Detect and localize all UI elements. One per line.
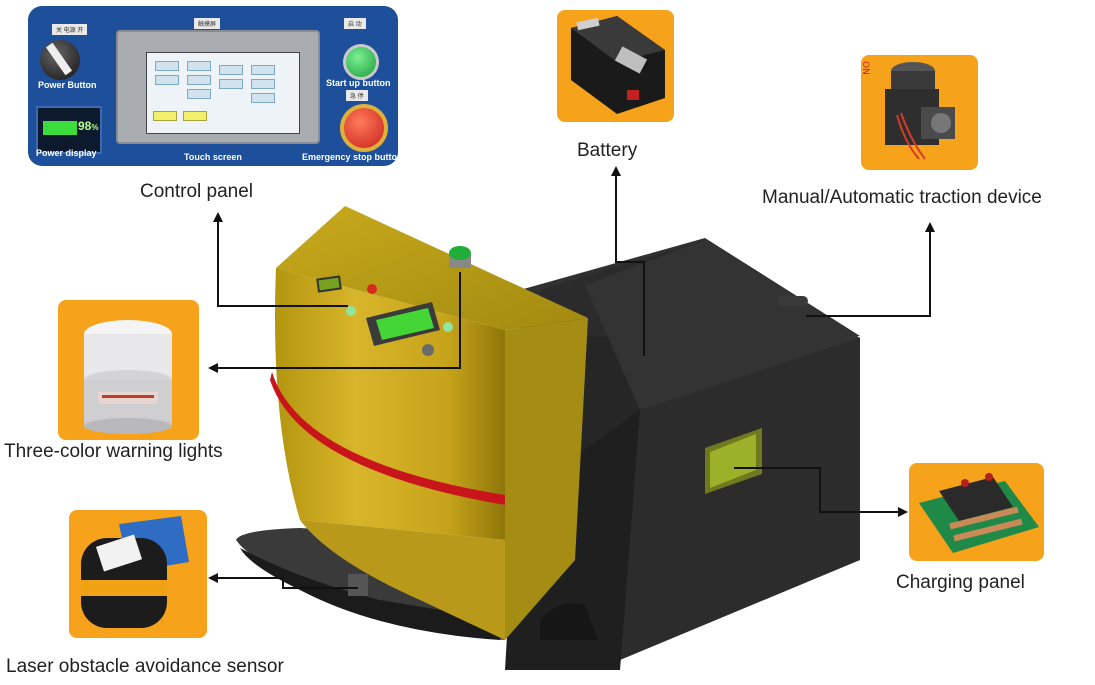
start-up-button-caption: Start up button bbox=[326, 78, 391, 88]
leader-lines bbox=[214, 172, 931, 589]
leader-traction bbox=[806, 228, 931, 317]
arrow-charging bbox=[898, 507, 908, 517]
arrow-control-panel bbox=[213, 212, 223, 222]
battery-icon bbox=[571, 16, 665, 114]
traction-device-tile: ON bbox=[861, 55, 978, 170]
leader-warning-lights bbox=[214, 272, 461, 369]
charging-panel-label: Charging panel bbox=[896, 572, 1025, 593]
power-tag: 关 电源 开 bbox=[52, 24, 88, 35]
arrow-traction bbox=[925, 222, 935, 232]
agv-rear-body bbox=[505, 238, 860, 670]
power-button-caption: Power Button bbox=[38, 80, 97, 90]
leader-laser-sensor bbox=[214, 577, 358, 589]
agv-control-panel bbox=[316, 246, 471, 356]
touch-screen-tag: 触摸屏 bbox=[194, 18, 221, 29]
charging-panel-icon bbox=[919, 473, 1039, 553]
battery-label: Battery bbox=[577, 140, 638, 161]
emergency-stop-icon bbox=[340, 104, 388, 152]
charging-panel-tile bbox=[909, 463, 1044, 561]
leader-control-panel bbox=[217, 218, 348, 307]
laser-sensor-icon bbox=[81, 516, 189, 628]
arrowheads bbox=[208, 166, 935, 583]
arrow-warning-lights bbox=[208, 363, 218, 373]
battery-level-bar bbox=[43, 121, 77, 135]
agv-charging-window bbox=[705, 428, 762, 494]
traction-device-label: Manual/Automatic traction device bbox=[762, 187, 1042, 208]
control-panel-photo: 关 电源 开 Power Button 98% Power display 触摸… bbox=[28, 6, 398, 166]
stop-tag: 急 停 bbox=[346, 90, 368, 101]
touch-screen-caption: Touch screen bbox=[184, 152, 242, 162]
battery-tile bbox=[557, 10, 674, 122]
leader-charging bbox=[734, 467, 902, 513]
power-display-meter: 98% bbox=[36, 106, 102, 154]
battery-level-value: 98% bbox=[78, 119, 99, 133]
power-knob-icon bbox=[40, 40, 80, 80]
start-button-icon bbox=[343, 44, 379, 80]
arrow-battery bbox=[611, 166, 621, 176]
laser-sensor-tile bbox=[69, 510, 207, 638]
agv-front-body bbox=[270, 206, 588, 640]
traction-device-icon: ON bbox=[861, 61, 955, 160]
warning-lights-tile bbox=[58, 300, 199, 440]
leader-battery bbox=[615, 172, 645, 356]
touch-screen-display bbox=[146, 52, 300, 134]
laser-sensor-label: Laser obstacle avoidance sensor bbox=[6, 656, 284, 677]
warning-light-icon bbox=[84, 320, 172, 434]
arrow-laser-sensor bbox=[208, 573, 218, 583]
emergency-stop-caption: Emergency stop button bbox=[302, 152, 398, 162]
svg-text:ON: ON bbox=[861, 61, 870, 75]
control-panel-label: Control panel bbox=[140, 181, 254, 202]
warning-lights-label: Three-color warning lights bbox=[4, 441, 223, 462]
start-tag: 启 动 bbox=[344, 18, 366, 29]
power-display-caption: Power display bbox=[36, 148, 97, 158]
